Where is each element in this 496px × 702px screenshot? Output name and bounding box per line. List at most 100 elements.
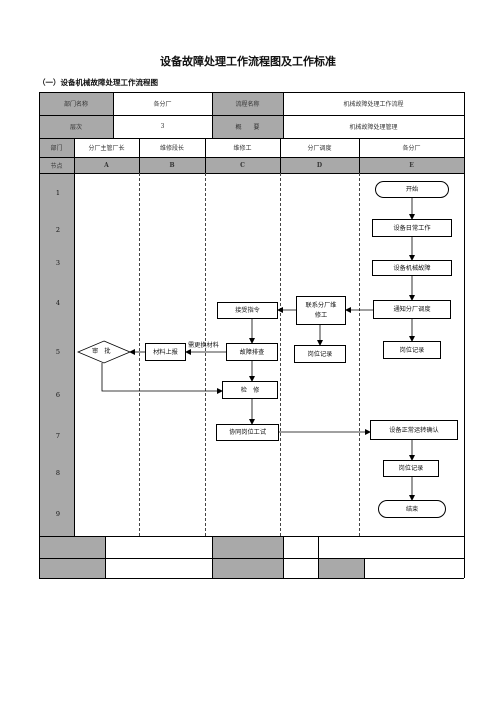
grid-line xyxy=(39,92,40,578)
node-letter-b-text: B xyxy=(169,161,175,169)
contact-repair-line1: 联系分厂维 xyxy=(305,301,337,309)
lane-separator xyxy=(359,173,360,536)
level-label-cell: 层次 xyxy=(39,115,113,138)
grid-line xyxy=(318,536,319,578)
node-number-4: 4 xyxy=(55,299,61,307)
node-number-1: 1 xyxy=(55,189,61,197)
post-record-e-box: 岗位记录 xyxy=(383,341,441,359)
grid-line xyxy=(113,92,114,138)
machine-fault-box: 设备机械故障 xyxy=(372,260,452,276)
post-record-d-box: 岗位记录 xyxy=(294,345,346,363)
joint-test-box: 协同岗位工试 xyxy=(216,424,279,441)
notify-dispatch-box: 通知分厂调度 xyxy=(373,300,451,319)
replace-material-note: 需更换材料 xyxy=(188,342,219,349)
node-letter-b: B xyxy=(139,157,205,173)
process-label-cell: 流程名称 xyxy=(212,92,283,115)
end-node: 结束 xyxy=(378,500,446,518)
approve-label: 审 批 xyxy=(92,348,111,355)
lane-name-c: 维修工 xyxy=(205,138,280,157)
material-report-box: 材料上报 xyxy=(145,343,186,361)
grid-line xyxy=(39,558,464,559)
node-letter-e-text: E xyxy=(409,161,414,169)
dept-value: 各分厂 xyxy=(153,101,172,108)
process-value-cell: 机械故障处理工作流程 xyxy=(283,92,464,115)
grid-line xyxy=(212,536,213,578)
confirm-box: 设备正常运转确认 xyxy=(370,420,458,440)
grid-line xyxy=(39,115,464,116)
footer-cell-1 xyxy=(39,536,105,558)
node-label-cell: 节点 xyxy=(39,157,74,173)
node-number-7: 7 xyxy=(55,432,61,440)
grid-line xyxy=(280,138,281,173)
grid-line xyxy=(74,138,75,173)
grid-line xyxy=(74,173,75,536)
contact-repair-line2: 修工 xyxy=(314,311,328,319)
lane-name-a-text: 分厂主管厂长 xyxy=(88,145,125,152)
level-value: 3 xyxy=(160,123,165,130)
process-label: 流程名称 xyxy=(235,101,260,108)
lane-separator xyxy=(139,173,140,536)
lane-name-b-text: 维修段长 xyxy=(159,145,184,152)
level-label: 层次 xyxy=(69,124,82,131)
dept-label: 部门名称 xyxy=(63,101,88,108)
contact-repair-box: 联系分厂维 修工 xyxy=(296,296,346,325)
node-letter-d: D xyxy=(280,157,359,173)
lane-name-d: 分厂调度 xyxy=(280,138,359,157)
node-letter-d-text: D xyxy=(316,161,323,169)
node-label: 节点 xyxy=(50,162,63,170)
grid-line xyxy=(364,558,365,578)
grid-line xyxy=(39,138,464,139)
dept-value-cell: 各分厂 xyxy=(113,92,212,115)
page-subtitle: （一）设备机械故障处理工作流程图 xyxy=(38,78,158,87)
grid-line xyxy=(39,173,464,174)
grid-line xyxy=(283,536,284,578)
grid-line xyxy=(39,578,464,579)
summary-value-cell: 机械故障处理管理 xyxy=(283,115,464,138)
node-letter-c-text: C xyxy=(240,161,245,169)
grid-line xyxy=(464,92,465,578)
footer-cell-2 xyxy=(212,536,283,558)
daily-work-box: 设备日常工作 xyxy=(372,219,452,237)
page-title: 设备故障处理工作流程图及工作标准 xyxy=(160,55,336,68)
lane-name-b: 维修段长 xyxy=(139,138,205,157)
dept-label-cell: 部门名称 xyxy=(39,92,113,115)
lane-separator xyxy=(205,173,206,536)
grid-line xyxy=(39,92,464,93)
grid-line xyxy=(205,138,206,173)
grid-line xyxy=(39,536,464,537)
arrow-approve-to-repair xyxy=(101,363,223,394)
grid-line xyxy=(359,138,360,173)
summary-label-cell: 概 要 xyxy=(212,115,283,138)
lane-name-c-text: 维修工 xyxy=(233,145,252,152)
repair-box: 检 修 xyxy=(222,381,278,399)
grid-line xyxy=(139,138,140,173)
node-letter-e: E xyxy=(359,157,464,173)
level-value-cell: 3 xyxy=(113,115,212,138)
node-number-9: 9 xyxy=(55,510,61,518)
lane-name-a: 分厂主管厂长 xyxy=(74,138,139,157)
lane-name-e-text: 各分厂 xyxy=(402,145,421,152)
receive-order-box: 接受指令 xyxy=(217,302,278,319)
post-record-e8-box: 岗位记录 xyxy=(383,460,439,477)
node-number-6: 6 xyxy=(55,391,61,399)
node-number-3: 3 xyxy=(55,259,61,267)
summary-label: 概 要 xyxy=(235,124,260,131)
node-number-5: 5 xyxy=(55,348,61,356)
grid-line xyxy=(105,536,106,578)
node-letter-a: A xyxy=(74,157,139,173)
node-column xyxy=(39,173,74,536)
footer-cell-4 xyxy=(212,558,283,578)
grid-line xyxy=(283,92,284,138)
footer-cell-3 xyxy=(39,558,105,578)
grid-line xyxy=(39,157,464,158)
lane-separator xyxy=(280,173,281,536)
footer-cell-5 xyxy=(318,558,364,578)
lane-name-d-text: 分厂调度 xyxy=(307,145,332,152)
lane-header-label: 部门 xyxy=(50,145,63,152)
node-number-2: 2 xyxy=(55,226,61,234)
grid-line xyxy=(212,92,213,138)
lane-name-e: 各分厂 xyxy=(359,138,464,157)
troubleshoot-box: 故障排查 xyxy=(226,343,278,361)
lane-header-label-cell: 部门 xyxy=(39,138,74,157)
